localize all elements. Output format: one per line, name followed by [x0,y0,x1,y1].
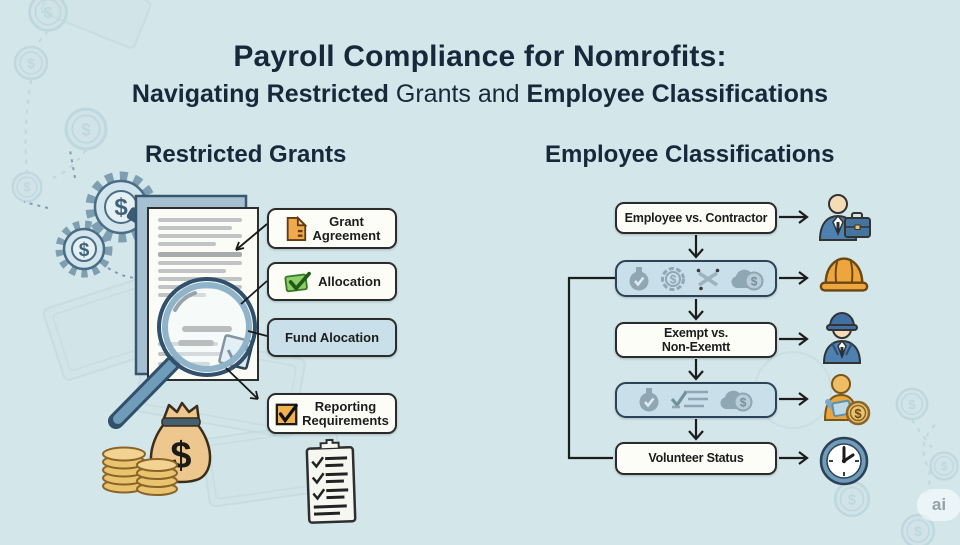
decor-dollar: $ [81,119,91,139]
money-cloud-icon: $ [730,269,763,290]
restricted-grants-heading: Restricted Grants [145,141,347,168]
orange-document-icon [284,215,308,242]
flow-box-employee-vs-contractor: Employee vs. Contractor [615,202,777,234]
subtitle-part: Grants [395,80,478,108]
decor-dollar: $ [914,523,922,539]
subtitle-part: Employee Classifications [526,80,829,108]
coin-stacks-icon [102,446,178,496]
decor-dollar: $ [44,4,53,22]
badge-check-icon [639,388,659,412]
businessman-briefcase-icon [812,192,872,244]
subtitle-part: Restricted [266,80,396,108]
gear-dollar: $ [114,194,128,221]
volunteer-coin-dollar: $ [854,406,862,421]
page-title: Payroll Compliance for Nomrofits: [233,40,727,73]
hard-hat-icon [817,253,871,295]
flow-label: Volunteer Status [648,451,744,466]
callout-allocation: Allocation [267,262,397,301]
clock-icon [818,435,870,487]
decor-bill [42,264,208,381]
gear-dollar: $ [79,240,90,261]
document-illustration [108,194,259,429]
checklist-clipboard-icon [305,438,357,524]
ai-watermark: ai [917,489,960,521]
decor-dollar: $ [908,397,916,412]
check-stamp-icon [218,334,254,370]
gears-dollar-icon: $ $ [23,149,157,279]
callout-fund-allocation: Fund Alocation [267,318,397,357]
money-cloud-icon: $ [720,390,753,412]
orange-checkbox-icon [275,402,299,426]
decor-dollar: $ [848,492,856,508]
subtitle-part: and [477,80,527,108]
flow-box-icon-row-1: $ $ [615,260,777,297]
left-connectors [225,223,268,400]
flow-box-volunteer-status: Volunteer Status [615,442,777,475]
crossed-arrows-icon [696,268,719,290]
cloud-dollar: $ [740,396,747,410]
flow-box-icon-row-2: $ [615,382,777,418]
decor-dollar: $ [941,459,948,473]
decor-dollar: $ [23,181,30,195]
bag-dollar: $ [170,435,191,477]
flow-label: Employee vs. Contractor [624,210,768,225]
employee-classifications-heading: Employee Classifications [545,141,835,168]
coin-dollar: $ [669,272,676,286]
cloud-dollar: $ [750,274,757,288]
flow-box-exempt-vs-nonexempt: Exempt vs.Non-Exemtt [615,322,777,358]
construction-worker-icon [814,311,870,365]
volunteer-coin-icon: $ [816,372,872,426]
green-check-icon [283,270,313,294]
money-bag-icon: $ [149,401,212,484]
badge-check-icon [629,266,648,290]
flow-label: Exempt vs.Non-Exemtt [661,325,731,354]
dollar-coin-icon: $ [660,266,685,291]
checklist-icon [670,390,708,409]
subtitle-part: Navigating [131,80,267,108]
magnifier-icon [108,277,257,429]
callout-label: Allocation [318,273,381,289]
callout-label: Fund Alocation [284,329,380,345]
page-subtitle: Navigating Restricted Grants and Employe… [0,80,960,109]
